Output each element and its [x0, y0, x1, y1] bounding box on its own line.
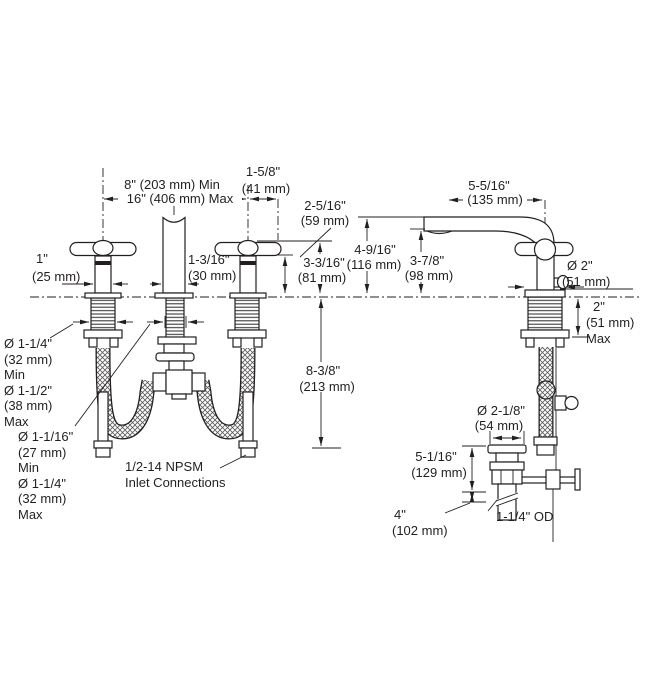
dim-handle-half-width-in: 1-5/8" [246, 164, 281, 179]
dim-shank-dia-in: Ø 2" [567, 258, 593, 273]
dim-spout-reach-mm: (135 mm) [467, 192, 523, 207]
label-inlet-connections-2: Inlet Connections [125, 475, 226, 490]
dim-handle-hole-min-mm: (32 mm) [4, 352, 52, 367]
dim-handle-hole-min-in: Ø 1-1/4" [4, 336, 52, 351]
dim-handle-hole-max-in: Ø 1-1/2" [4, 383, 52, 398]
dim-handle-clearance-in: 2-5/16" [304, 198, 346, 213]
dim-handle-height-mm: (81 mm) [298, 270, 346, 285]
dim-spout-dia-mm: (30 mm) [188, 268, 236, 283]
dim-deck-thickness-in: 2" [593, 299, 605, 314]
dim-spread-max: 16" (406 mm) Max [127, 191, 234, 206]
dim-spout-hole-min-in: Ø 1-1/16" [18, 429, 74, 444]
dim-handle-stem-in: 1" [36, 251, 48, 266]
dim-spout-hole-min-mm: (27 mm) [18, 445, 66, 460]
dim-below-deck-mm: (213 mm) [299, 379, 355, 394]
dim-spout-hole-max-note: Max [18, 507, 43, 522]
dim-spout-hole-min-note: Min [18, 460, 39, 475]
dim-drain-height-mm: (129 mm) [411, 465, 467, 480]
dim-handle-hole-max-mm: (38 mm) [4, 398, 52, 413]
leader-slash [299, 227, 332, 258]
side-view-faucet [423, 216, 579, 470]
label-backgrounds [118, 192, 527, 392]
dim-drain-flange-in: Ø 2-1/8" [477, 403, 525, 418]
dim-outlet-height-mm: (98 mm) [405, 268, 453, 283]
dim-deck-thickness-mm: (51 mm) [586, 315, 634, 330]
dim-tailpiece-in: 4" [394, 507, 406, 522]
dim-tailpiece-mm: (102 mm) [392, 523, 448, 538]
dim-drain-flange-mm: (54 mm) [475, 418, 523, 433]
dim-handle-half-width-mm: (41 mm) [242, 181, 290, 196]
dim-below-deck-in: 8-3/8" [306, 363, 341, 378]
dim-spout-dia-in: 1-3/16" [188, 252, 230, 267]
dim-shank-dia-mm: (51 mm) [562, 274, 610, 289]
front-view-tee-fitting [152, 369, 206, 400]
label-inlet-connections-1: 1/2-14 NPSM [125, 459, 203, 474]
dim-spout-hole-max-in: Ø 1-1/4" [18, 476, 66, 491]
dim-tailpiece-od: 1-1/4" OD [496, 509, 553, 524]
dim-spout-height-mm: (116 mm) [347, 257, 402, 272]
dim-handle-height-in: 3-3/16" [303, 255, 345, 270]
dim-drain-height-in: 5-1/16" [415, 449, 457, 464]
dim-deck-thickness-note: Max [586, 331, 611, 346]
dim-spout-reach-in: 5-5/16" [468, 178, 510, 193]
dim-handle-hole-min-note: Min [4, 367, 25, 382]
front-view-right-handle [214, 239, 282, 348]
front-view-supply-hoses [93, 347, 258, 458]
dim-handle-hole-max-note: Max [4, 414, 29, 429]
dim-spout-hole-max-mm: (32 mm) [18, 491, 66, 506]
dim-spread-min: 8" (203 mm) Min [124, 177, 220, 192]
dim-spout-height-in: 4-9/16" [354, 242, 396, 257]
drain-assembly [487, 444, 581, 542]
dim-outlet-height-in: 3-7/8" [410, 253, 445, 268]
dim-handle-clearance-mm: (59 mm) [301, 213, 349, 228]
dim-handle-stem-mm: (25 mm) [32, 269, 80, 284]
front-view-left-handle [69, 239, 137, 348]
dimension-labels: 8" (203 mm) Min 16" (406 mm) Max 1-5/8" … [4, 164, 634, 538]
front-view-spout [154, 216, 197, 376]
